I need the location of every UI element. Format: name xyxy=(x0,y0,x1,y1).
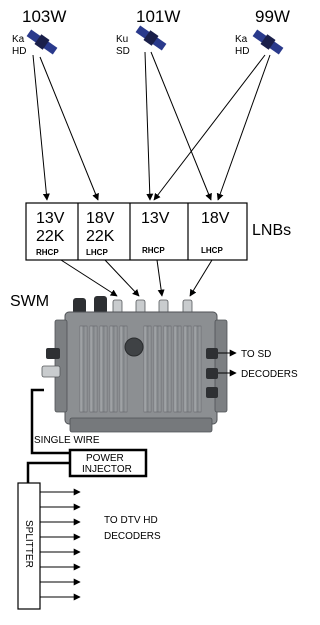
lnb-voltage: 18V xyxy=(201,210,230,227)
lnb-18v-22k-lhcp: 18V 22K LHCP xyxy=(86,210,115,257)
arrow xyxy=(32,54,50,201)
lnb-tone: 22K xyxy=(86,228,115,245)
lnbs-label: LNBs xyxy=(252,222,291,239)
injector-to-splitter-cable xyxy=(26,461,70,483)
lnb-voltage: 13V xyxy=(141,210,170,227)
arrow xyxy=(156,259,165,297)
arrow xyxy=(189,259,213,297)
satellite-icon xyxy=(252,29,284,55)
lnb-polarization: RHCP xyxy=(142,246,165,255)
sd-decoders-label: DECODERS xyxy=(241,369,298,380)
power-injector-label: INJECTOR xyxy=(82,464,132,475)
hd-decoders-label: TO DTV HD xyxy=(104,515,158,526)
satellite-to-lnb-arrows xyxy=(32,51,271,201)
to-sd-label: TO SD xyxy=(241,349,271,360)
sd-outputs xyxy=(218,349,237,377)
arrow xyxy=(144,51,154,201)
arrow xyxy=(216,54,271,201)
swm-label: SWM xyxy=(10,293,49,310)
satellite-name: 103W xyxy=(22,7,66,26)
single-wire-label: SINGLE WIRE xyxy=(34,435,100,446)
swm-device xyxy=(41,296,228,433)
satellite-band: Ku xyxy=(116,34,128,45)
satellite-band: SD xyxy=(116,46,130,57)
power-injector: POWER INJECTOR xyxy=(68,448,148,478)
satellite-103w: 103W Ka HD xyxy=(12,7,66,57)
lnb-voltage: 13V xyxy=(36,210,65,227)
splitter: SPLITTER xyxy=(17,482,41,610)
lnb-group: 13V 22K RHCP 18V 22K LHCP 13V RHCP 18V L… xyxy=(25,202,291,261)
swm-left-connectors xyxy=(41,348,61,378)
arrow xyxy=(150,51,212,201)
lnb-polarization: LHCP xyxy=(201,246,223,255)
satellite-band: Ka xyxy=(12,34,25,45)
power-injector-label: POWER xyxy=(86,453,124,464)
satellite-icon xyxy=(135,25,167,51)
lnb-to-swm-arrows xyxy=(60,259,213,297)
arrow xyxy=(60,259,118,297)
lnb-tone: 22K xyxy=(36,228,65,245)
lnb-13v-22k-rhcp: 13V 22K RHCP xyxy=(36,210,65,257)
arrow xyxy=(153,54,266,201)
satellite-band: HD xyxy=(235,46,249,57)
lnb-polarization: RHCP xyxy=(36,248,59,257)
lnb-18v-lhcp: 18V LHCP xyxy=(201,210,230,255)
satellite-icon xyxy=(26,29,58,55)
swm-knob xyxy=(73,298,86,314)
lnb-polarization: LHCP xyxy=(86,248,108,257)
splitter-outputs xyxy=(40,488,81,601)
swm-knob xyxy=(94,296,107,314)
lnb-voltage: 18V xyxy=(86,210,115,227)
swm-heat-fins xyxy=(79,325,202,413)
power-injector-box xyxy=(68,448,148,478)
splitter-box xyxy=(17,482,41,610)
satellite-name: 101W xyxy=(136,7,180,26)
satellite-101w: 101W Ku SD xyxy=(116,7,180,57)
arrow xyxy=(39,56,99,201)
splitter-label: SPLITTER xyxy=(23,520,34,568)
satellite-name: 99W xyxy=(255,7,290,26)
swm-mount-bolt xyxy=(124,337,144,357)
lnb-13v-rhcp: 13V RHCP xyxy=(141,210,170,255)
swm-output-connectors xyxy=(206,348,218,398)
lnb-box-outline xyxy=(25,202,248,261)
satellite-band: HD xyxy=(12,46,26,57)
arrow xyxy=(104,259,140,297)
satellite-99w: 99W Ka HD xyxy=(235,7,290,57)
satellite-band: Ka xyxy=(235,34,248,45)
hd-decoders-label: DECODERS xyxy=(104,531,161,542)
